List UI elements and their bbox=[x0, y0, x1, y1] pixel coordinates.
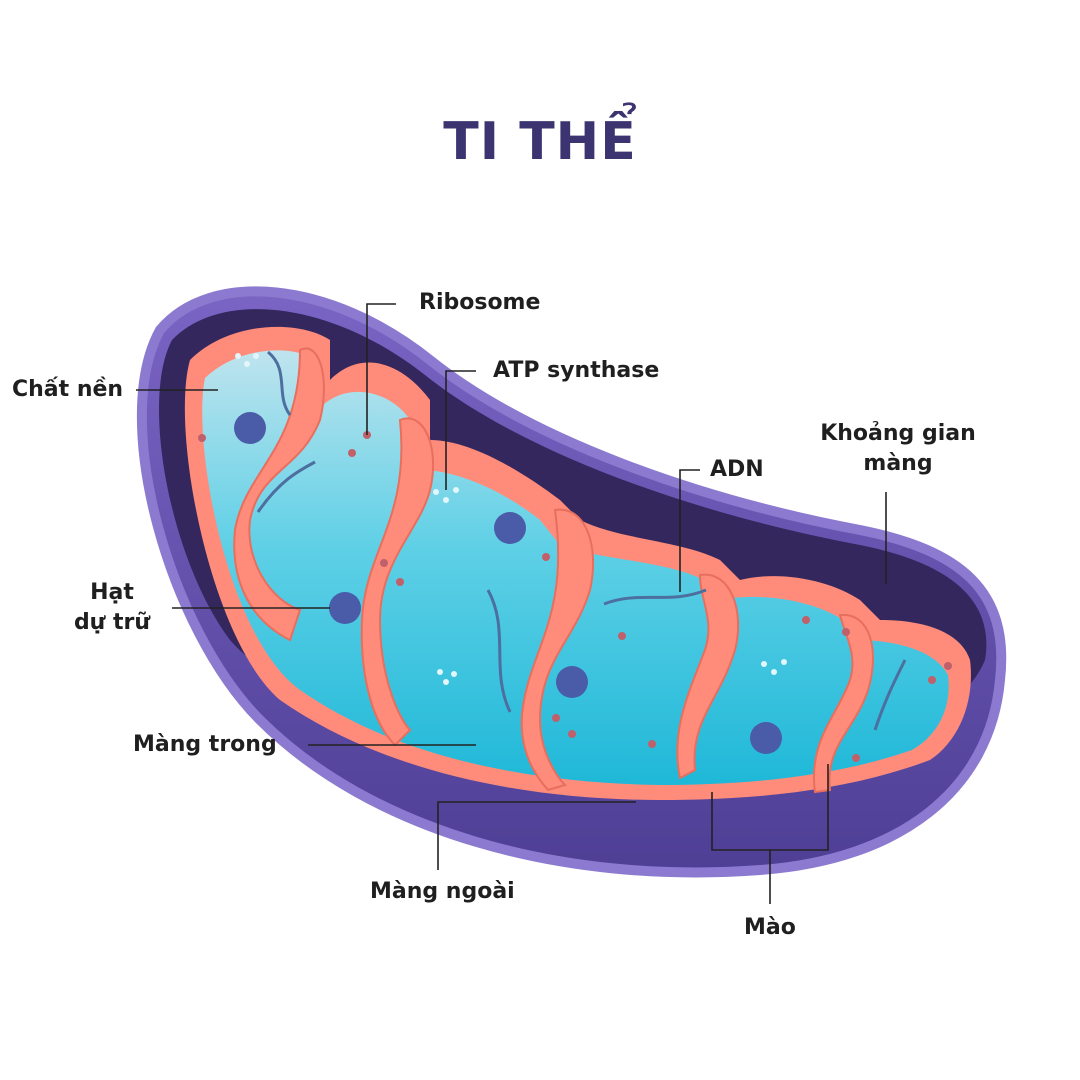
label-hat-du-tru-line1: Hạt bbox=[90, 580, 134, 605]
leader-atp-synthase bbox=[445, 370, 476, 490]
leader-ribosome bbox=[366, 303, 396, 435]
label-khoang-gian-mang-line2: màng bbox=[863, 451, 933, 476]
label-hat-du-tru: Hạt dự trữ bbox=[62, 578, 162, 638]
dna-strands bbox=[256, 350, 907, 731]
label-chat-nen: Chất nền bbox=[12, 377, 124, 402]
page-title: TI THỂ bbox=[443, 112, 637, 172]
cristae bbox=[233, 347, 874, 794]
leader-mang-ngoai bbox=[437, 801, 636, 870]
leader-mao bbox=[711, 764, 829, 904]
label-atp-synthase: ATP synthase bbox=[493, 358, 660, 383]
label-khoang-gian-mang: Khoảng gian màng bbox=[818, 419, 978, 479]
leader-lines bbox=[136, 303, 887, 904]
label-mang-ngoai: Màng ngoài bbox=[370, 879, 515, 904]
label-adn: ADN bbox=[710, 457, 764, 482]
label-ribosome: Ribosome bbox=[419, 290, 541, 315]
atp-synthase-clusters bbox=[235, 353, 787, 685]
label-hat-du-tru-line2: dự trữ bbox=[73, 610, 151, 635]
label-mang-trong: Màng trong bbox=[133, 732, 277, 757]
granules bbox=[234, 412, 782, 754]
label-khoang-gian-mang-line1: Khoảng gian bbox=[820, 421, 976, 446]
ribosomes bbox=[198, 431, 952, 762]
label-mao: Mào bbox=[744, 915, 796, 940]
leader-adn bbox=[679, 469, 700, 592]
